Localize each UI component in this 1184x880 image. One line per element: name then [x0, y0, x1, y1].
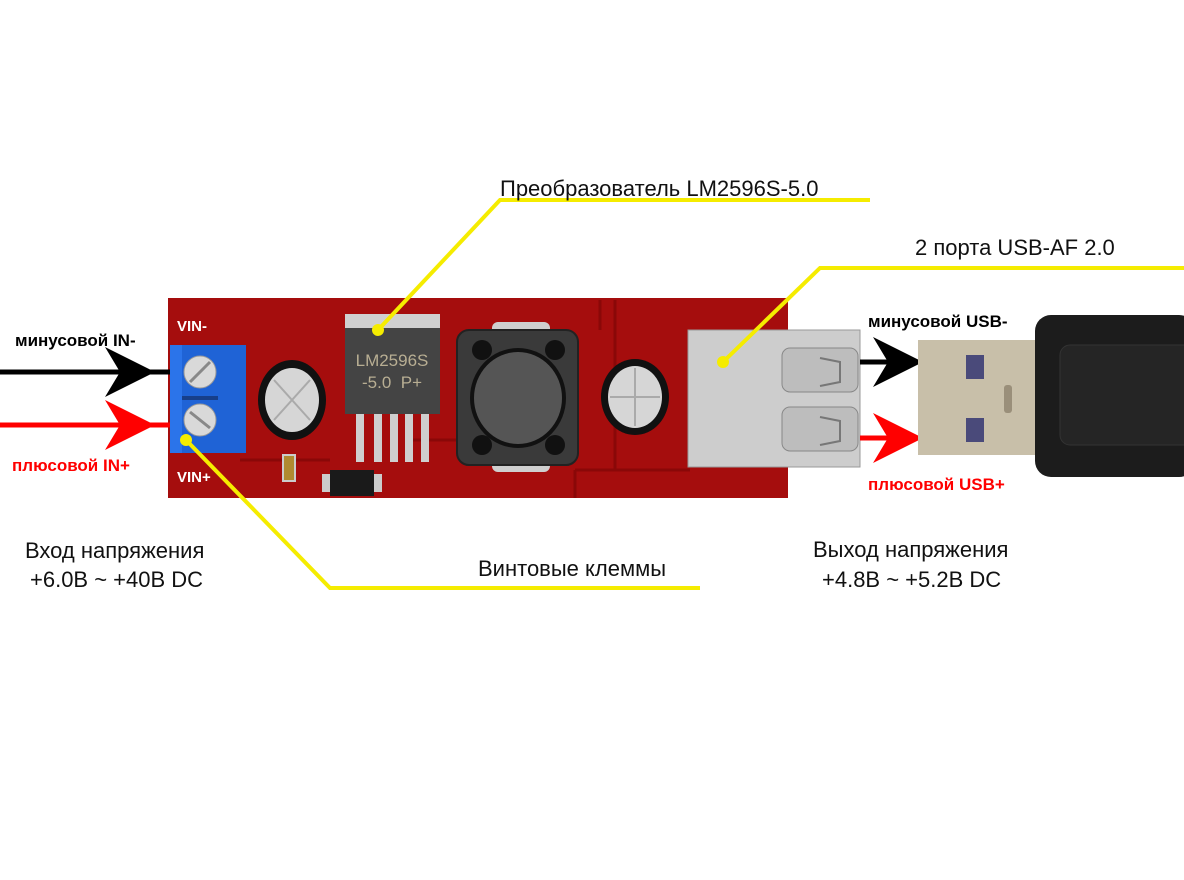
- screw-terminal-block: [170, 345, 246, 453]
- input-voltage-title: Вход напряжения: [25, 538, 204, 563]
- ic-marking-line2: -5.0 P+: [362, 373, 422, 392]
- smd-diode: [322, 470, 382, 496]
- usb-ports-label: 2 порта USB-AF 2.0: [915, 235, 1115, 260]
- input-minus-label: минусовой IN-: [15, 331, 136, 350]
- lm2596-chip: LM2596S -5.0 P+: [345, 314, 440, 462]
- inductor: [456, 322, 579, 472]
- capacitor-output: [601, 359, 669, 435]
- usb-plus-label: плюсовой USB+: [868, 475, 1005, 494]
- vin-minus-label: VIN-: [177, 318, 207, 335]
- input-voltage-range: +6.0В ~ +40В DC: [30, 567, 203, 592]
- usb-minus-label: минусовой USB-: [868, 312, 1008, 331]
- leader-converter: [372, 198, 870, 336]
- output-voltage-title: Выход напряжения: [813, 537, 1008, 562]
- smd-resistor: [282, 454, 296, 482]
- ic-marking-line1: LM2596S: [356, 351, 429, 370]
- usb-plug: [918, 315, 1184, 477]
- vin-plus-label: VIN+: [177, 469, 211, 486]
- output-voltage-range: +4.8В ~ +5.2В DC: [822, 567, 1001, 592]
- usb-af-ports: [687, 329, 861, 468]
- converter-label: Преобразователь LM2596S-5.0: [500, 176, 818, 201]
- leader-terminals: [180, 434, 700, 590]
- leader-usb-ports: [717, 266, 1184, 368]
- capacitor-input: [258, 360, 326, 440]
- input-plus-label: плюсовой IN+: [12, 456, 130, 475]
- screw-terminals-label: Винтовые клеммы: [478, 556, 666, 581]
